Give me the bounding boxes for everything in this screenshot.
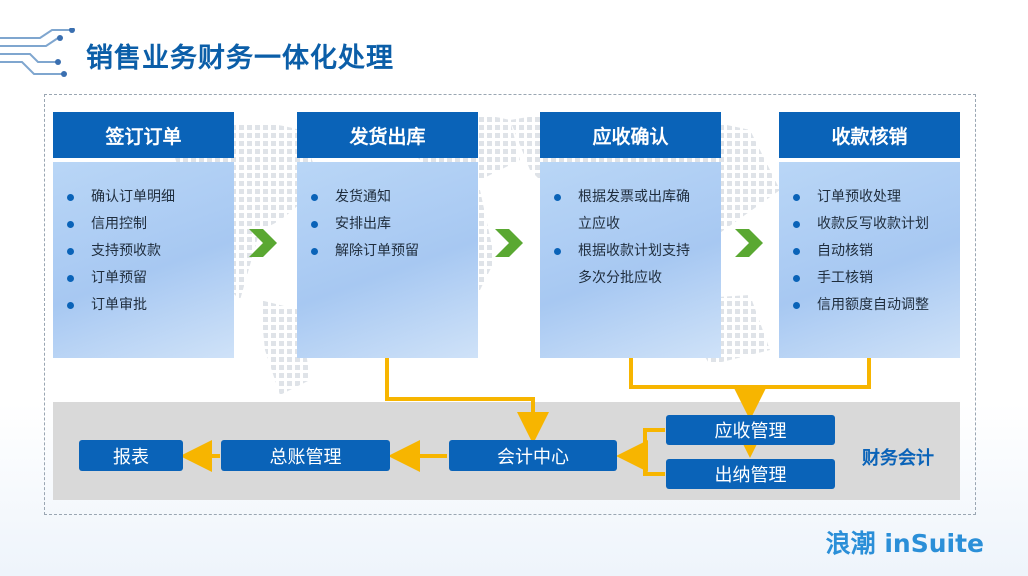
financial-accounting-label: 财务会计 [862,448,934,469]
page-title: 销售业务财务一体化处理 [86,43,394,74]
stage-item: 订单审批 [67,292,224,319]
receivables-management-box: 应收管理 [666,415,835,445]
accounting-center-box: 会计中心 [449,440,617,471]
stage-item: 信用控制 [67,211,224,238]
stage-body: 订单预收处理 收款反写收款计划 自动核销 手工核销 信用额度自动调整 [779,162,960,358]
stage-item: 订单预留 [67,265,224,292]
stage-item: 收款反写收款计划 [793,211,950,238]
brand-logo: 浪潮 inSuite [825,529,984,558]
stage-item: 根据收款计划支持 [554,238,711,265]
stage-header: 应收确认 [540,112,721,158]
stage-header: 收款核销 [779,112,960,158]
stage-column-collection-writeoff: 收款核销 订单预收处理 收款反写收款计划 自动核销 手工核销 信用额度自动调整 [779,112,960,358]
report-box: 报表 [79,440,183,471]
stage-body: 发货通知 安排出库 解除订单预留 [297,162,478,358]
stage-item: 确认订单明细 [67,184,224,211]
cashier-management-box: 出纳管理 [666,459,835,489]
stage-item: 发货通知 [311,184,468,211]
stage-item-continuation: 立应收 [578,216,620,232]
stage-item: 订单预收处理 [793,184,950,211]
stage-item: 根据发票或出库确 [554,184,711,211]
chevron-right-icon [735,229,763,257]
stage-header: 签订订单 [53,112,234,158]
stage-body: 确认订单明细 信用控制 支持预收款 订单预留 订单审批 [53,162,234,358]
stage-item: 信用额度自动调整 [793,292,950,319]
stage-item: 手工核销 [793,265,950,292]
stage-item: 支持预收款 [67,238,224,265]
diagram-frame [44,94,976,515]
stage-column-receivable-confirm: 应收确认 根据发票或出库确 立应收 根据收款计划支持 多次分批应收 [540,112,721,358]
general-ledger-box: 总账管理 [221,440,390,471]
chevron-right-icon [495,229,523,257]
circuit-decoration-icon [0,28,75,77]
stage-item: 解除订单预留 [311,238,468,265]
stage-column-shipping: 发货出库 发货通知 安排出库 解除订单预留 [297,112,478,358]
chevron-right-icon [249,229,277,257]
stage-item-continuation: 多次分批应收 [578,270,662,286]
stage-header: 发货出库 [297,112,478,158]
stage-body: 根据发票或出库确 立应收 根据收款计划支持 多次分批应收 [540,162,721,358]
stage-item: 自动核销 [793,238,950,265]
stage-item: 安排出库 [311,211,468,238]
stage-column-sign-order: 签订订单 确认订单明细 信用控制 支持预收款 订单预留 订单审批 [53,112,234,358]
